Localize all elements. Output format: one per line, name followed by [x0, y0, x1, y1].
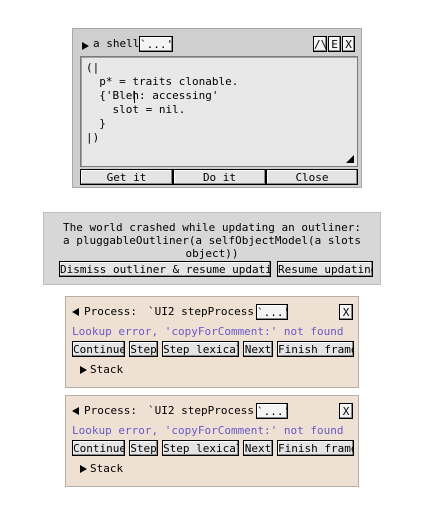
process-label: Process: — [84, 404, 137, 417]
process-label: Process: — [84, 305, 137, 318]
error-message: Lookup error, 'copyForComment:' not foun… — [72, 325, 344, 338]
process-panel: Process: `UI2 stepProcess` `...' X Looku… — [65, 395, 359, 487]
finish-frame-button[interactable]: Finish frame — [277, 440, 354, 456]
close-button[interactable]: Close — [266, 169, 358, 185]
code-line: (| — [86, 61, 100, 74]
code-line: {'Bleh: accessing' — [86, 89, 238, 103]
evaluator-button[interactable]: E — [328, 36, 341, 52]
process-menu-button[interactable]: `...' — [256, 304, 288, 320]
collapse-button[interactable]: /\ — [313, 36, 327, 52]
code-line: slot = nil. — [86, 103, 186, 116]
close-process-button[interactable]: X — [339, 304, 353, 320]
code-line-text: {'Bleh: accessing' — [86, 89, 219, 102]
resume-updating-button[interactable]: Resume updating — [277, 261, 373, 277]
process-panel: Process: `UI2 stepProcess` `...' X Looku… — [65, 296, 359, 388]
code-editor[interactable]: (| p* = traits clonable. {'Bleh: accessi… — [80, 56, 358, 167]
text-cursor — [134, 91, 135, 103]
process-name: `UI2 stepProcess` — [148, 404, 261, 417]
close-process-button[interactable]: X — [339, 403, 353, 419]
code-line: p* = traits clonable. — [86, 75, 239, 88]
error-message: Lookup error, 'copyForComment:' not foun… — [72, 424, 344, 437]
collapse-triangle-icon[interactable] — [72, 403, 82, 419]
shell-title-row: a shell `...' /\ E X — [82, 36, 355, 52]
collapse-triangle-icon[interactable] — [72, 304, 82, 320]
crash-dialog: The world crashed while updating an outl… — [43, 212, 381, 285]
step-lexical-button[interactable]: Step lexical — [162, 440, 239, 456]
code-text[interactable]: (| p* = traits clonable. {'Bleh: accessi… — [86, 61, 238, 145]
process-name: `UI2 stepProcess` — [148, 305, 261, 318]
continue-button[interactable]: Continue — [72, 440, 125, 456]
stack-label[interactable]: Stack — [90, 462, 124, 475]
shell-title: a shell — [93, 37, 140, 50]
code-line: |) — [86, 131, 100, 144]
expand-triangle-icon[interactable] — [82, 39, 92, 52]
step-button[interactable]: Step — [129, 440, 158, 456]
step-lexical-button[interactable]: Step lexical — [162, 341, 239, 357]
shell-outliner: a shell `...' /\ E X (| p* = traits clon… — [72, 28, 362, 188]
crash-message-line1: The world crashed while updating an outl… — [62, 221, 361, 234]
next-button[interactable]: Next — [243, 341, 273, 357]
close-shell-button[interactable]: X — [342, 36, 355, 52]
do-it-button[interactable]: Do it — [173, 169, 266, 185]
stack-expand-icon[interactable] — [80, 362, 90, 378]
shell-menu-button[interactable]: `...' — [139, 36, 173, 52]
dismiss-outliner-button[interactable]: Dismiss outliner & resume updating — [59, 261, 271, 277]
process-menu-button[interactable]: `...' — [256, 403, 288, 419]
crash-message-line2: a pluggableOutliner(a selfObjectModel(a … — [62, 234, 361, 260]
stack-expand-icon[interactable] — [80, 461, 90, 477]
get-it-button[interactable]: Get it — [80, 169, 173, 185]
code-line: } — [86, 117, 106, 130]
continue-button[interactable]: Continue — [72, 341, 125, 357]
finish-frame-button[interactable]: Finish frame — [277, 341, 354, 357]
next-button[interactable]: Next — [243, 440, 273, 456]
stack-label[interactable]: Stack — [90, 363, 124, 376]
step-button[interactable]: Step — [129, 341, 158, 357]
resize-grip-icon[interactable] — [346, 155, 354, 163]
